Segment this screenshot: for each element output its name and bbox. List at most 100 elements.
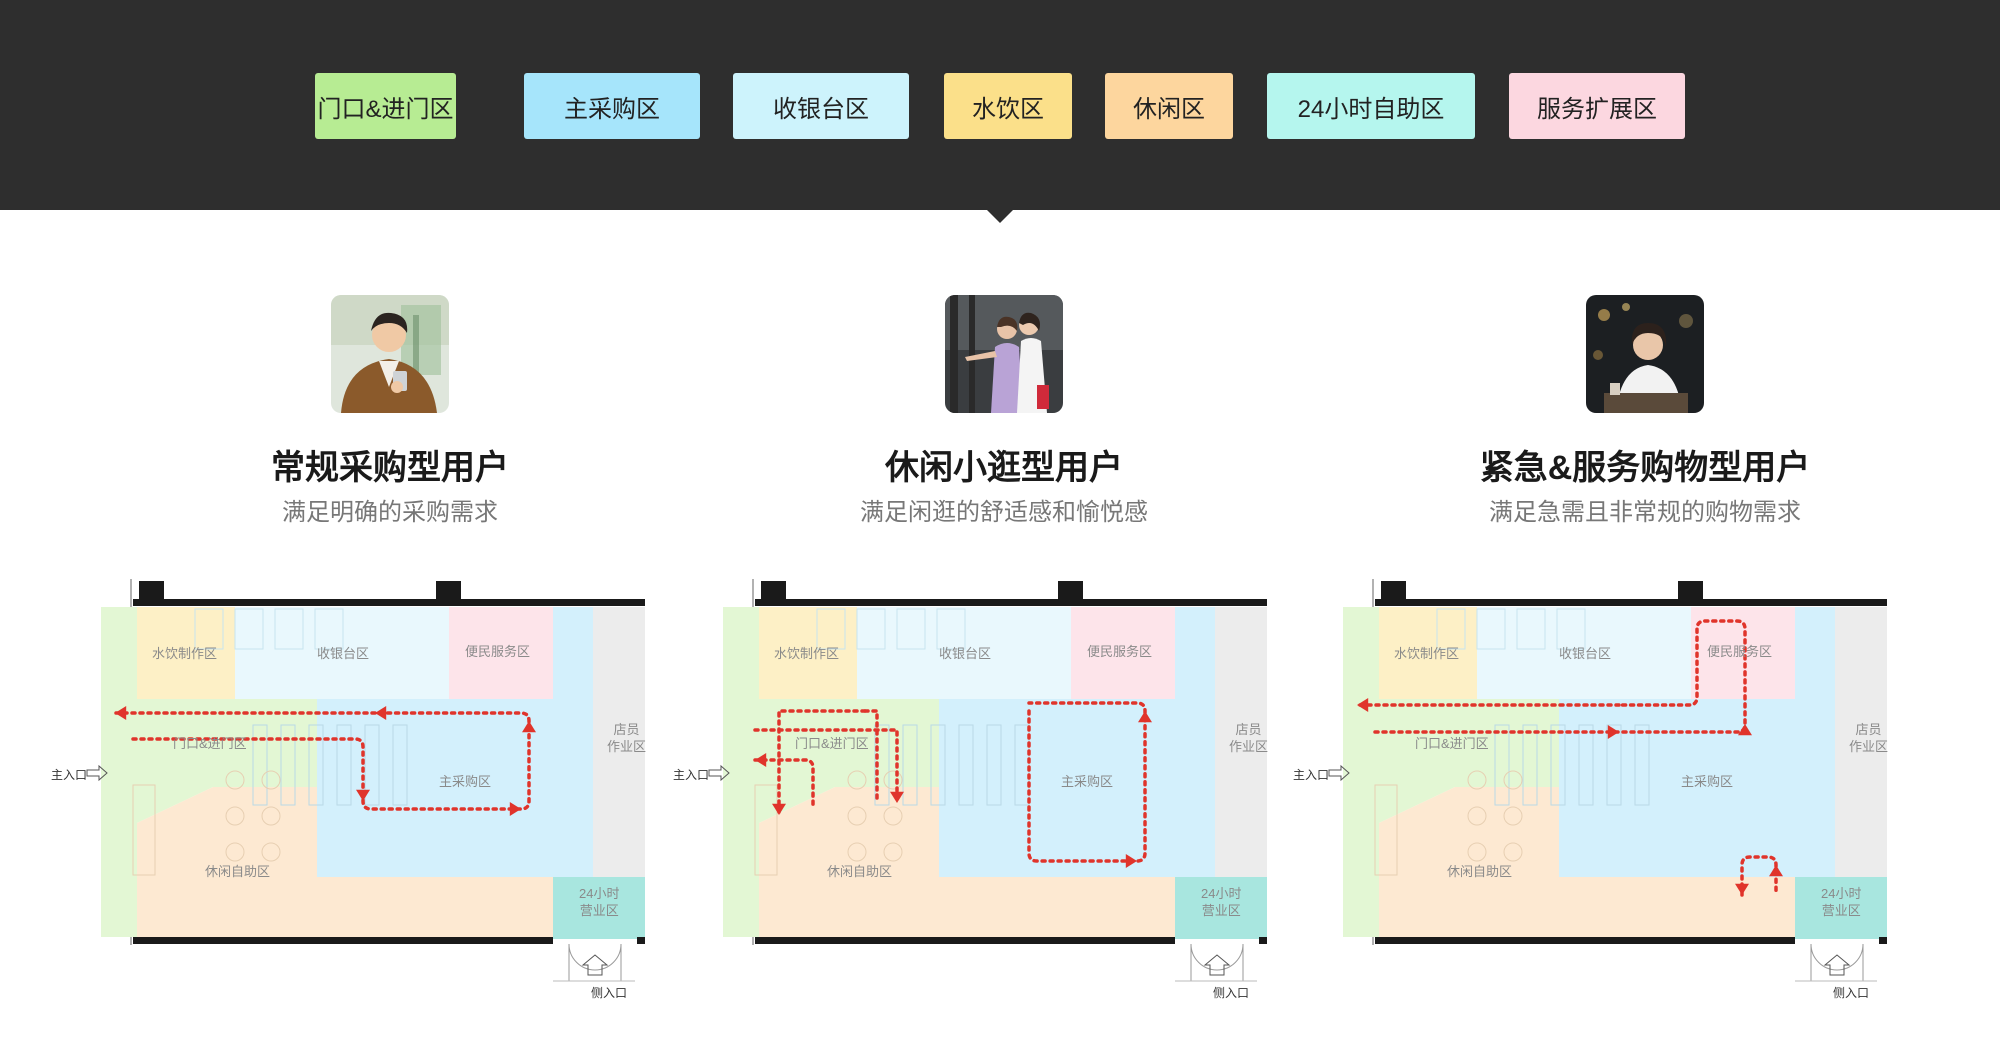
customer-route-path (131, 711, 531, 811)
main-entrance-arrow-icon (708, 764, 730, 782)
path-arrow (1607, 725, 1619, 739)
entrance-zone-label: 门口&进门区 (1415, 736, 1489, 751)
pillar (1381, 581, 1406, 605)
path-arrow (755, 753, 767, 767)
service-zone-label: 便民服务区 (1707, 644, 1773, 659)
floor-plan-3: 水饮制作区 收银台区 便民服务区 店员 作业区 门口&进门区 主采购区 休闲自助… (1287, 565, 1888, 1015)
legend-chip-drinks[interactable]: 水饮区 (944, 73, 1072, 139)
24h-zone (553, 877, 645, 939)
drink-zone (137, 607, 235, 699)
south-wall (133, 937, 553, 944)
side-entrance-label: 侧入口 (1833, 986, 1870, 1000)
cashier-zone (235, 607, 449, 699)
side-entrance-label: 侧入口 (591, 986, 628, 1000)
side-entrance-label: 侧入口 (1213, 986, 1250, 1000)
leisure-zone-label: 休闲自助区 (827, 864, 893, 879)
main-entrance-label: 主入口 (1293, 768, 1330, 782)
main-zone-strip (553, 607, 593, 877)
customer-route-path (753, 728, 899, 805)
customer-route-path (777, 709, 867, 817)
persona-title-urgent: 紧急&服务购物型用户 (1479, 449, 1811, 487)
path-arrow (509, 802, 521, 816)
drink-zone-label: 水饮制作区 (774, 646, 840, 661)
legend-chip-main-purchase[interactable]: 主采购区 (524, 73, 700, 139)
main-zone (939, 699, 1175, 877)
main-entrance-arrow-icon (1328, 764, 1350, 782)
path-arrow (375, 706, 387, 720)
legend-chip-entrance[interactable]: 门口&进门区 (315, 73, 456, 139)
north-wall (1375, 599, 1887, 606)
side-entrance-arrow-icon (1203, 954, 1231, 976)
pillar (436, 581, 461, 605)
path-arrow (1769, 865, 1783, 877)
main-zone-strip (1175, 607, 1215, 877)
path-arrow (356, 789, 370, 801)
floor-plan-svg (708, 579, 1267, 982)
customer-route-path (753, 758, 815, 807)
cashier-zone-label: 收银台区 (939, 646, 992, 661)
drink-zone-label: 水饮制作区 (152, 646, 218, 661)
main-entrance-label: 主入口 (673, 768, 710, 782)
path-arrow (890, 791, 904, 803)
staff-zone-label: 店员 作业区 (607, 722, 647, 754)
legend-chip-leisure[interactable]: 休闲区 (1105, 73, 1233, 139)
leisure-zone (1379, 787, 1795, 939)
path-arrow (772, 803, 786, 815)
entrance-zone-strip (101, 607, 137, 937)
service-zone (449, 607, 553, 699)
entrance-zone-label: 门口&进门区 (795, 736, 869, 751)
legend-chip-service[interactable]: 服务扩展区 (1509, 73, 1685, 139)
staff-zone (1835, 607, 1887, 877)
staff-zone (1215, 607, 1267, 877)
main-zone (317, 699, 553, 877)
path-arrow (1735, 883, 1749, 895)
pillar (1678, 581, 1703, 605)
side-entrance-arrow-icon (581, 954, 609, 976)
24h-zone (1175, 877, 1267, 939)
persona-title-regular: 常规采购型用户 (271, 449, 509, 487)
staff-zone (593, 607, 645, 877)
cashier-zone (857, 607, 1071, 699)
customer-route-path (1027, 701, 1147, 863)
leisure-zone (137, 787, 553, 939)
pillar (139, 581, 164, 605)
staff-zone-label: 店员 作业区 (1229, 722, 1269, 754)
main-entrance-label: 主入口 (51, 768, 88, 782)
main-zone-label: 主采购区 (1681, 774, 1734, 789)
north-wall (755, 599, 1267, 606)
pillar (1058, 581, 1083, 605)
pillar (761, 581, 786, 605)
persona-title-leisure: 休闲小逛型用户 (885, 449, 1123, 487)
service-zone (1071, 607, 1175, 699)
main-zone-label: 主采购区 (439, 774, 492, 789)
man-reading-phone-photo (331, 295, 449, 413)
cashier-zone-label: 收银台区 (1559, 646, 1612, 661)
24h-zone-label: 24小时 营业区 (1201, 886, 1242, 918)
path-arrow (1138, 711, 1152, 723)
service-zone-label: 便民服务区 (1087, 644, 1153, 659)
leisure-zone-label: 休闲自助区 (205, 864, 271, 879)
north-wall (133, 599, 645, 606)
entrance-zone-label: 门口&进门区 (173, 736, 247, 751)
legend-chip-24h[interactable]: 24小时自助区 (1267, 73, 1475, 139)
side-entrance-arrow-icon (1823, 954, 1851, 976)
two-women-shopping-photo (945, 295, 1063, 413)
header-pointer (986, 209, 1014, 223)
path-arrow (1125, 854, 1137, 868)
drink-zone (1379, 607, 1477, 699)
cashier-zone (1477, 607, 1691, 699)
floor-plan-svg (1328, 579, 1887, 982)
leisure-zone (759, 787, 1175, 939)
path-arrow (1738, 724, 1752, 736)
legend-chip-cashier[interactable]: 收银台区 (733, 73, 909, 139)
customer-route-path (863, 709, 879, 805)
path-arrow (115, 706, 127, 720)
path-arrow (522, 721, 536, 733)
main-entrance-arrow-icon (86, 764, 108, 782)
floor-plan-2: 水饮制作区 收银台区 便民服务区 店员 作业区 门口&进门区 主采购区 休闲自助… (667, 565, 1269, 1015)
woman-at-night-photo (1586, 295, 1704, 413)
south-wall (755, 937, 1175, 944)
leisure-zone-label: 休闲自助区 (1447, 864, 1513, 879)
customer-route-path (1740, 855, 1778, 897)
persona-subtitle-urgent: 满足急需且非常规的购物需求 (1489, 499, 1801, 526)
